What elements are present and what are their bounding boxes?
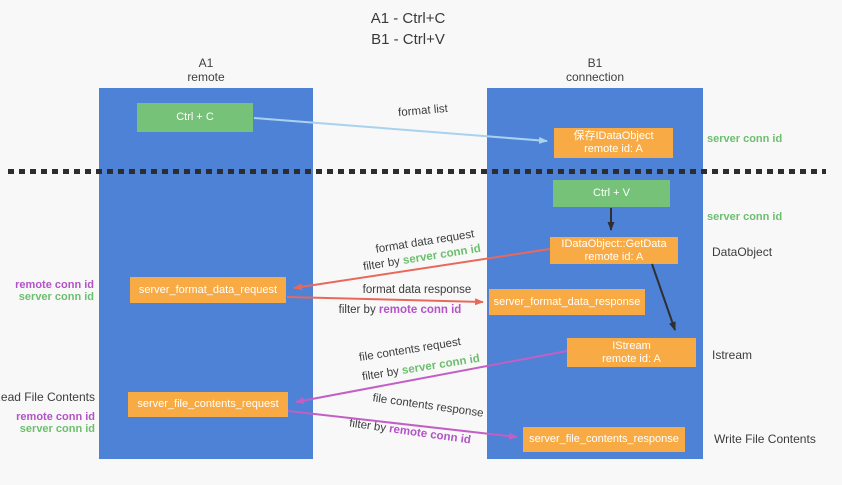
left-label-server-conn-id-bottom: server conn id	[19, 423, 95, 435]
left-label-remote-conn-id-bottom: remote conn id	[16, 411, 95, 423]
right-label-istream: Istream	[712, 348, 753, 362]
format-response-label: server_format_data_response	[493, 295, 641, 308]
file-response-label: server_file_contents_response	[529, 433, 679, 445]
flow-label-filter-by-remote-conn-id-1: filter by remote conn id	[310, 304, 490, 316]
server-conn-id-text: server conn id	[401, 352, 481, 377]
save-idataobject-line1: 保存IDataObject	[573, 130, 654, 142]
right-label-server-conn-id-1: server conn id	[707, 133, 783, 145]
filter-by-text: filter by	[361, 365, 403, 384]
istream-line2: remote id: A	[602, 352, 661, 365]
left-label-server-conn-id-mid: server conn id	[18, 291, 94, 303]
node-server-format-data-response: server_format_data_response	[489, 289, 645, 315]
lane-b1-name: B1	[587, 56, 603, 70]
dashed-divider	[8, 169, 826, 174]
node-idataobject-getdata: IDataObject::GetData remote id: A	[550, 237, 678, 264]
lane-header-b1: B1 connection	[487, 56, 703, 84]
lane-a1-sub: remote	[187, 70, 225, 84]
right-label-write-file-contents: Write File Contents	[714, 432, 816, 446]
format-request-label: server_format_data_request	[138, 283, 278, 296]
remote-conn-id-text: remote conn id	[378, 304, 462, 316]
title-line-2: B1 - Ctrl+V	[371, 31, 445, 48]
lane-b1-sub: connection	[565, 70, 625, 84]
lane-header-a1: A1 remote	[99, 56, 313, 84]
left-labels-bottom: Read File Contents remote conn id server…	[0, 391, 95, 435]
left-label-remote-conn-id-mid: remote conn id	[15, 279, 94, 291]
istream-line1: IStream	[612, 339, 651, 352]
left-labels-mid: remote conn id server conn id	[0, 279, 94, 303]
ctrl-c-label: Ctrl + C	[176, 111, 214, 123]
title-line-1: A1 - Ctrl+C	[370, 10, 446, 27]
node-server-file-contents-request: server_file_contents_request	[128, 392, 288, 417]
node-ctrl-v: Ctrl + V	[553, 180, 670, 207]
filter-by-text: filter by	[338, 304, 379, 316]
flow-label-format-data-response: format data response	[362, 284, 472, 296]
getdata-line1: IDataObject::GetData	[561, 237, 667, 250]
diagram-title: A1 - Ctrl+C B1 - Ctrl+V	[288, 8, 528, 50]
save-idataobject-line2: remote id: A	[584, 143, 643, 155]
right-label-server-conn-id-2: server conn id	[707, 211, 783, 223]
lane-a1-name: A1	[198, 56, 214, 70]
filter-by-text: filter by	[348, 417, 390, 436]
ctrl-v-label: Ctrl + V	[593, 187, 630, 199]
remote-conn-id-text: remote conn id	[388, 423, 472, 447]
node-istream: IStream remote id: A	[567, 338, 696, 367]
file-request-label: server_file_contents_request	[137, 398, 279, 410]
left-label-read-file-contents: Read File Contents	[0, 390, 95, 404]
flow-label-filter-by-remote-conn-id-2: filter by remote conn id	[320, 414, 500, 451]
node-server-format-data-request: server_format_data_request	[130, 277, 286, 303]
format-response-arrow	[286, 296, 484, 306]
getdata-line2: remote id: A	[584, 250, 644, 263]
node-save-idataobject: 保存IDataObject remote id: A	[554, 128, 673, 158]
right-label-dataobject: DataObject	[712, 245, 773, 259]
node-server-file-contents-response: server_file_contents_response	[523, 427, 685, 452]
filter-by-text: filter by	[362, 255, 404, 274]
node-ctrl-c: Ctrl + C	[137, 103, 253, 132]
